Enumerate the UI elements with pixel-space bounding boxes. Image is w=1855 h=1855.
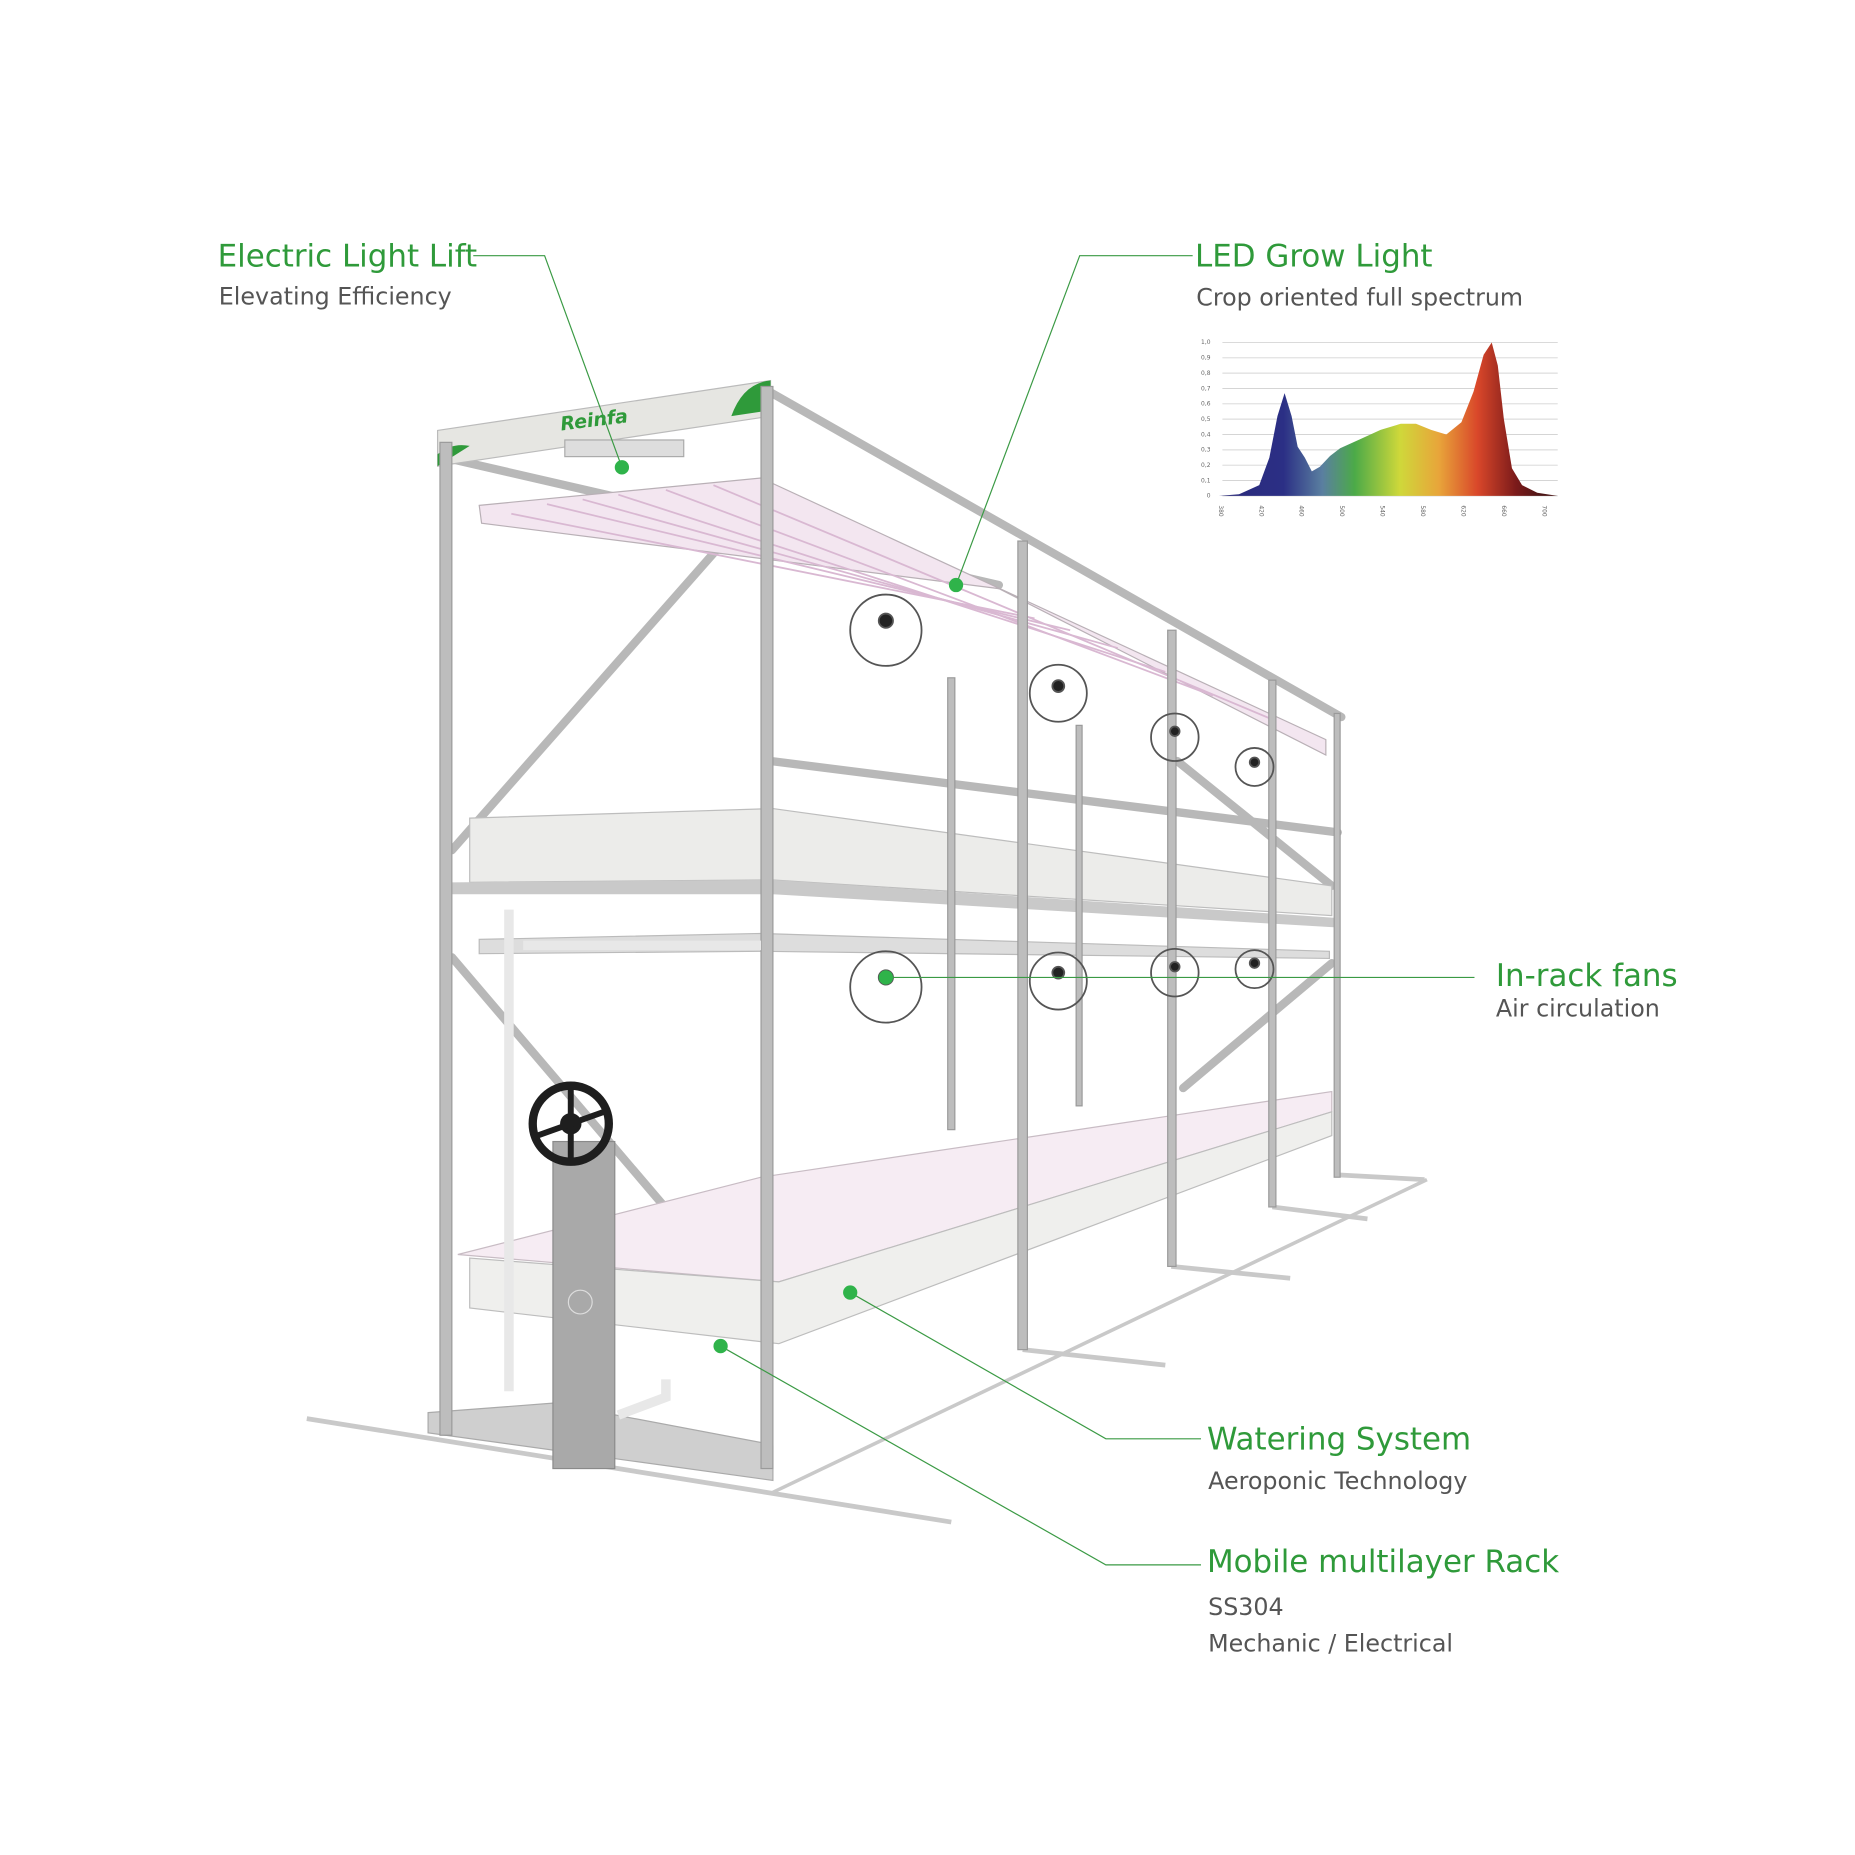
x-tick-label: 420	[1257, 505, 1264, 517]
x-tick-label: 540	[1379, 505, 1386, 517]
marker-dot	[614, 460, 630, 475]
top-beam	[766, 388, 1346, 722]
y-tick-label: 0,1	[1201, 477, 1211, 484]
marker-dot	[878, 970, 894, 985]
callout-watering-subtitle: Aeroponic Technology	[1208, 1467, 1467, 1495]
marker-dot	[713, 1338, 728, 1354]
bottom-grow-tray	[469, 1111, 1333, 1345]
light-lift-motor	[564, 439, 685, 458]
spectrum-area	[1218, 342, 1558, 496]
callout-grow-light-title: LED Grow Light	[1195, 238, 1433, 274]
callout-rack-line1: SS304	[1208, 1593, 1284, 1621]
y-tick-label: 0,3	[1201, 447, 1211, 454]
callout-watering-title: Watering System	[1207, 1422, 1471, 1458]
rack-illustration: Reinfa	[306, 379, 1428, 1525]
callout-fans-title: In-rack fans	[1496, 958, 1678, 994]
spectrum-chart: 0 0,1 0,2 0,3 0,4 0,5 0,6 0,7 0,8 0,9 1,0 380 420 460…	[1201, 339, 1558, 517]
y-tick-label: 0	[1207, 493, 1211, 500]
x-tick-label: 380	[1217, 505, 1224, 517]
led-light-bar-shelf	[478, 477, 1327, 757]
y-tick-label: 0,2	[1201, 462, 1211, 469]
y-tick-label: 1,0	[1201, 339, 1211, 346]
rack-posts	[439, 385, 1341, 1470]
crank-wheel-logo	[567, 1289, 593, 1315]
x-tick-label: 460	[1298, 505, 1305, 517]
marker-dot	[948, 577, 964, 593]
callout-rack-line2: Mechanic / Electrical	[1208, 1630, 1453, 1658]
x-tick-label: 500	[1338, 505, 1345, 517]
y-tick-label: 0,8	[1201, 370, 1211, 377]
callout-light-lift-subtitle: Elevating Efficiency	[219, 282, 452, 310]
x-tick-label: 580	[1419, 505, 1426, 517]
floor-rails	[306, 1172, 1428, 1525]
callout-rack-title: Mobile multilayer Rack	[1207, 1544, 1559, 1580]
callout-grow-light-subtitle: Crop oriented full spectrum	[1196, 284, 1523, 312]
callout-light-lift-title: Electric Light Lift	[218, 238, 478, 274]
x-tick-label: 660	[1500, 505, 1507, 517]
crank-column	[552, 1140, 616, 1470]
y-tick-label: 0,4	[1201, 431, 1211, 438]
callout-fans-subtitle: Air circulation	[1496, 995, 1660, 1023]
x-tick-label: 700	[1540, 505, 1547, 517]
water-pipe	[504, 909, 762, 1420]
middle-shelf-frame	[451, 879, 1338, 928]
leader-lines	[473, 255, 1475, 1566]
crank-handwheel[interactable]	[528, 1081, 613, 1166]
y-tick-label: 0,6	[1201, 401, 1211, 408]
y-tick-label: 0,7	[1201, 385, 1211, 392]
x-tick-label: 620	[1459, 505, 1466, 517]
y-tick-label: 0,5	[1201, 416, 1211, 423]
in-rack-fans	[849, 593, 1275, 1024]
marker-dot	[843, 1285, 858, 1300]
y-tick-label: 0,9	[1201, 355, 1211, 362]
